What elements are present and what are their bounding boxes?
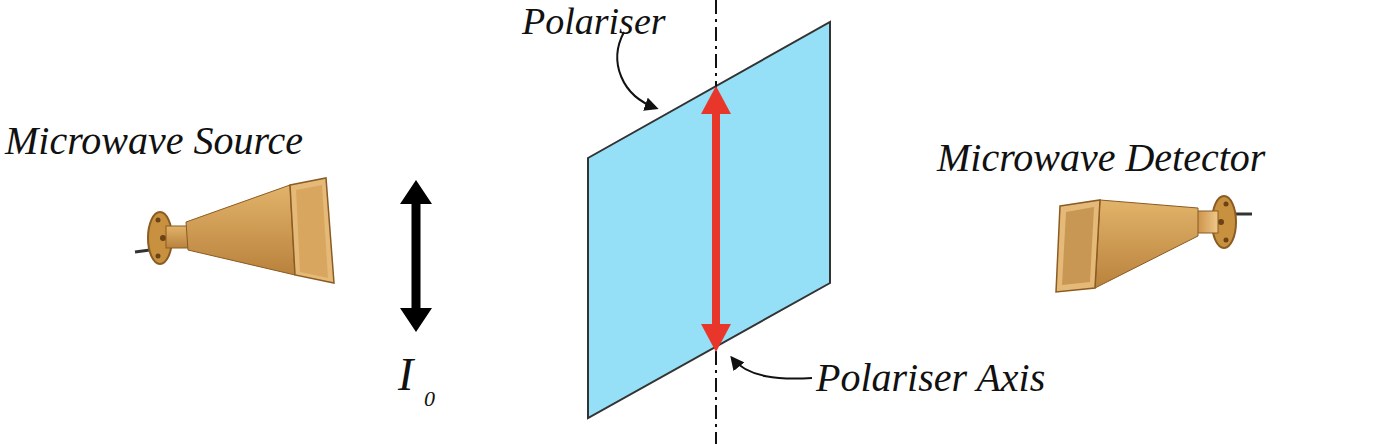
part-label: Microwave Source [5,121,303,161]
polariser-axis-line [715,0,717,444]
part-label-text: Microwave Source [5,118,303,163]
polariser-sheet [588,22,830,418]
part-label-text: Polariser [522,0,666,42]
leader-line [617,32,656,108]
subscript-label: 0 [424,388,435,410]
symbol-label: I [398,352,413,398]
arrowhead [400,308,432,332]
part-label: Polariser [522,2,666,40]
polarisation-arrow [712,112,720,326]
subscript-label-text: 0 [424,386,435,411]
part-label-text: Polariser Axis [816,355,1045,400]
part-label: Polariser Axis [816,358,1045,398]
arrowhead [400,180,432,204]
detector-horn [1056,196,1252,292]
symbol-label-text: I [398,349,413,400]
leader-line [732,358,812,379]
part-label-text: Microwave Detector [937,135,1265,180]
source-horn [135,178,334,283]
part-label: Microwave Detector [937,138,1265,178]
